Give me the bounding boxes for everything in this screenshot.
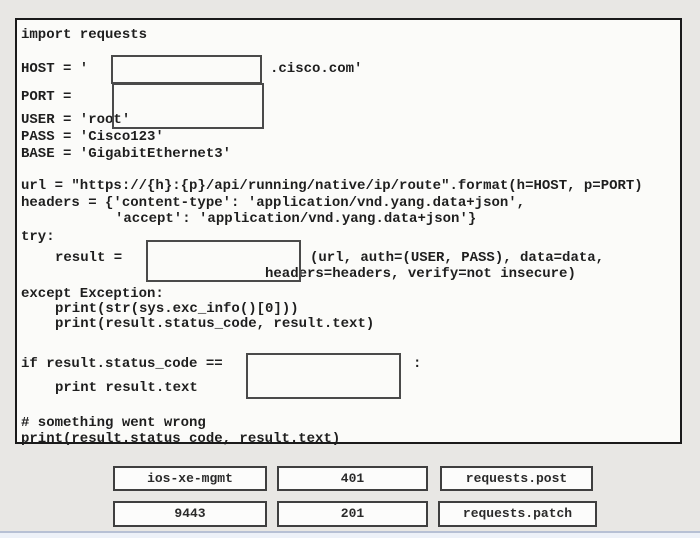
host-blank-dropzone[interactable] [111, 55, 262, 84]
bottom-strip [0, 533, 700, 538]
code-line: result = [55, 250, 123, 266]
code-line: print(result.status_code, result.text) [21, 431, 341, 447]
code-line: import requests [21, 27, 148, 43]
code-line: headers = {'content-type': 'application/… [21, 195, 526, 211]
code-line: headers=headers, verify=not insecure) [265, 266, 576, 282]
option-401[interactable]: 401 [277, 466, 428, 491]
code-line: url = "https://{h}:{p}/api/running/nativ… [21, 178, 643, 194]
code-line: BASE = 'GigabitEthernet3' [21, 146, 232, 162]
code-line: PORT = [21, 89, 72, 105]
option-requests-post[interactable]: requests.post [440, 466, 593, 491]
code-line: (url, auth=(USER, PASS), data=data, [310, 250, 605, 266]
request-method-dropzone[interactable] [146, 240, 301, 282]
code-line: 'accept': 'application/vnd.yang.data+jso… [115, 211, 477, 227]
code-line: .cisco.com' [270, 61, 363, 77]
code-line: PASS = 'Cisco123' [21, 129, 164, 145]
code-panel [15, 18, 682, 444]
code-line: USER = 'root' [21, 112, 131, 128]
option-201[interactable]: 201 [277, 501, 428, 527]
option-ios-xe-mgmt[interactable]: ios-xe-mgmt [113, 466, 267, 491]
code-line: HOST = ' [21, 61, 89, 77]
code-line: if result.status_code == [21, 356, 223, 372]
code-line: try: [21, 229, 55, 245]
code-line: except Exception: [21, 286, 164, 302]
bottom-divider [0, 531, 700, 533]
code-line: print(str(sys.exc_info()[0])) [55, 301, 299, 317]
status-code-dropzone[interactable] [246, 353, 401, 399]
code-line: # something went wrong [21, 415, 206, 431]
option-requests-patch[interactable]: requests.patch [438, 501, 597, 527]
port-blank-dropzone[interactable] [112, 83, 264, 129]
code-line: print(result.status_code, result.text) [55, 316, 375, 332]
code-line: : [413, 356, 422, 372]
code-line: print result.text [55, 380, 198, 396]
option-9443[interactable]: 9443 [113, 501, 267, 527]
